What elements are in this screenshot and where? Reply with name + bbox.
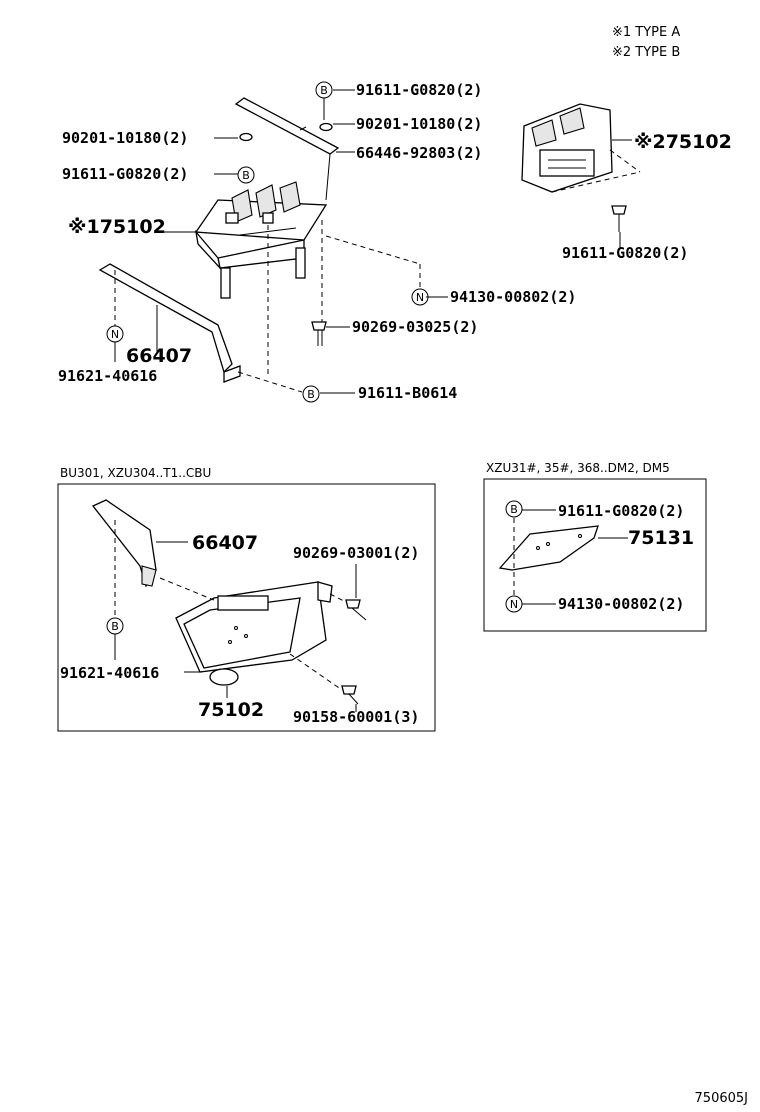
- svg-text:N: N: [416, 291, 424, 304]
- badge-b-top: B: [315, 81, 333, 99]
- legend-type-a: ※1 TYPE A: [612, 25, 680, 40]
- label-91611-b0614: 91611-B0614: [358, 384, 457, 402]
- box-left-caption: BU301, XZU304..T1..CBU: [60, 466, 211, 480]
- label-90201-10180-left: 90201-10180(2): [62, 129, 188, 147]
- bolt-90269-03001-icon: [345, 599, 367, 621]
- badge-n-box-right: N: [505, 595, 523, 613]
- svg-text:B: B: [510, 503, 518, 516]
- svg-text:B: B: [242, 169, 250, 182]
- bolt-90269-icon: [311, 321, 327, 346]
- strap-66407-box-drawing: [91, 499, 157, 588]
- label-66407-box: 66407: [192, 532, 258, 554]
- label-91621-40616-box: 91621-40616: [60, 664, 159, 682]
- bracket-75102-type-b-drawing: [521, 103, 613, 193]
- bolt-90158-icon: [341, 685, 359, 705]
- svg-text:B: B: [111, 620, 119, 633]
- upper-leaders: [114, 89, 641, 394]
- svg-text:B: B: [307, 388, 315, 401]
- label-91611-g0820-right: 91611-G0820(2): [562, 244, 688, 262]
- label-91611-g0820-top: 91611-G0820(2): [356, 81, 482, 99]
- label-75102-type-b: ※275102: [634, 131, 732, 153]
- label-94130-00802-box-right: 94130-00802(2): [558, 595, 684, 613]
- label-75102-type-a: ※175102: [68, 216, 166, 238]
- badge-b-box-left: B: [106, 617, 124, 635]
- label-91611-g0820-left: 91611-G0820(2): [62, 165, 188, 183]
- label-94130-00802: 94130-00802(2): [450, 288, 576, 306]
- bolt-b-left-badge: B: [237, 166, 255, 184]
- label-91611-g0820-box-right: 91611-G0820(2): [558, 502, 684, 520]
- svg-text:B: B: [320, 84, 328, 97]
- strap-66407-drawing: [98, 263, 241, 383]
- tray-75102-box-drawing: [175, 581, 333, 686]
- plate-75131-drawing: [498, 525, 599, 571]
- label-66407-upper: 66407: [126, 345, 192, 367]
- washer-left-icon: [239, 132, 253, 142]
- washer-right-icon: [319, 122, 333, 132]
- bracket-75102-type-a-drawing: [194, 181, 328, 299]
- badge-b-91611-b0614: B: [302, 385, 320, 403]
- box-right-leaders: [513, 509, 628, 605]
- badge-n-91621: N: [106, 325, 124, 343]
- box-right-caption: XZU31#, 35#, 368..DM2, DM5: [486, 461, 670, 475]
- label-66446-92803: 66446-92803(2): [356, 144, 482, 162]
- box-left-frame: [57, 483, 436, 732]
- label-90201-10180-right: 90201-10180(2): [356, 115, 482, 133]
- svg-text:N: N: [510, 598, 518, 611]
- box-right-frame: [483, 478, 707, 632]
- badge-b-box-right: B: [505, 500, 523, 518]
- label-75102-box: 75102: [198, 699, 264, 721]
- label-90269-03001: 90269-03001(2): [293, 544, 419, 562]
- diagram-code: 750605J: [695, 1091, 748, 1106]
- label-90158-60001: 90158-60001(3): [293, 708, 419, 726]
- svg-text:N: N: [111, 328, 119, 341]
- strap-66446-drawing: [234, 97, 340, 201]
- bolt-type-b-icon: [611, 205, 627, 232]
- box-left-leaders: [114, 520, 357, 712]
- label-90269-03025: 90269-03025(2): [352, 318, 478, 336]
- label-75131: 75131: [628, 527, 694, 549]
- label-91621-40616-upper: 91621-40616: [58, 367, 157, 385]
- badge-n-94130: N: [411, 288, 429, 306]
- legend-type-b: ※2 TYPE B: [612, 45, 680, 60]
